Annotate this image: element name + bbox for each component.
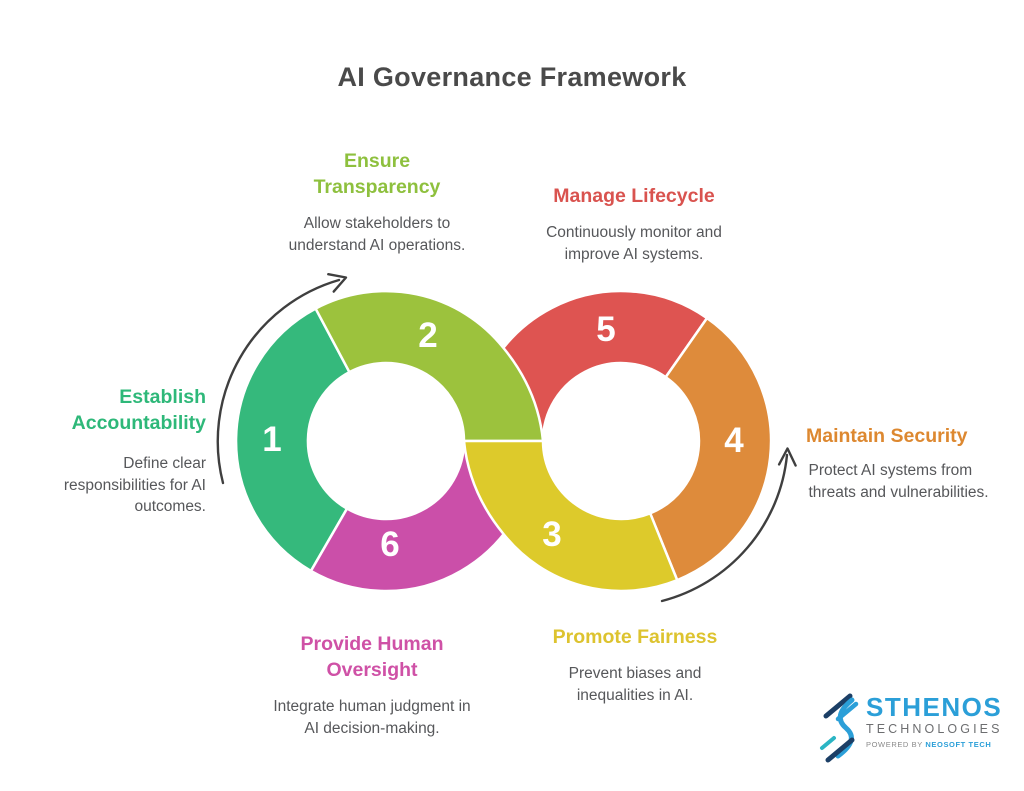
flow-arrow-bottom-right [660,447,797,603]
label-ensure-transparency: Ensure Transparency Allow stakeholders t… [257,148,497,256]
step-title: Establish Accountability [71,386,206,434]
label-provide-human-oversight: Provide Human Oversight Integrate human … [252,631,492,739]
segment-2-ensure-transparency [314,289,545,443]
brand-powered-by: POWERED BY NEOSOFT TECH [866,740,1003,749]
segment-number-2: 2 [418,316,438,355]
segment-4-maintain-security [648,316,773,582]
step-description: Protect AI systems from threats and vuln… [808,462,989,501]
segment-number-1: 1 [262,420,282,459]
brand-name: STHENOS [866,692,1003,722]
step-description: Allow stakeholders to understand AI oper… [288,215,466,254]
step-description: Define clear responsibilities for AI out… [63,455,206,515]
label-manage-lifecycle: Manage Lifecycle Continuously monitor an… [514,183,754,265]
clockwise-flow-arrow-top-left [216,273,348,485]
segment-number-4: 4 [724,421,744,460]
page-title: AI Governance Framework [337,62,687,92]
powered-by-text: POWERED BY [866,740,923,749]
segment-number-5: 5 [596,310,616,349]
step-description: Integrate human judgment in AI decision-… [273,698,471,737]
label-promote-fairness: Promote Fairness Prevent biases and ineq… [515,624,755,706]
segment-1-establish-accountability [234,307,351,573]
step-description: Prevent biases and inequalities in AI. [568,665,702,704]
brand-text: STHENOS TECHNOLOGIES POWERED BY NEOSOFT … [866,694,1003,749]
segment-number-6: 6 [380,525,400,564]
step-title: Provide Human Oversight [300,633,444,681]
branding-footer: STHENOS TECHNOLOGIES POWERED BY NEOSOFT … [812,686,1017,776]
step-description: Continuously monitor and improve AI syst… [546,224,722,263]
segment-3-promote-fairness [462,439,679,593]
segment-number-3: 3 [542,515,562,554]
step-title: Maintain Security [806,425,968,447]
powered-by-brand: NEOSOFT TECH [925,740,992,749]
label-establish-accountability: Establish Accountability Define clear re… [38,384,206,518]
step-title: Ensure Transparency [313,150,441,198]
brand-subtitle: TECHNOLOGIES [866,722,1003,736]
step-title: Manage Lifecycle [553,185,715,207]
sthenos-logo-icon [820,693,859,763]
step-title: Promote Fairness [552,626,718,648]
label-maintain-security: Maintain Security Protect AI systems fro… [806,423,1011,503]
